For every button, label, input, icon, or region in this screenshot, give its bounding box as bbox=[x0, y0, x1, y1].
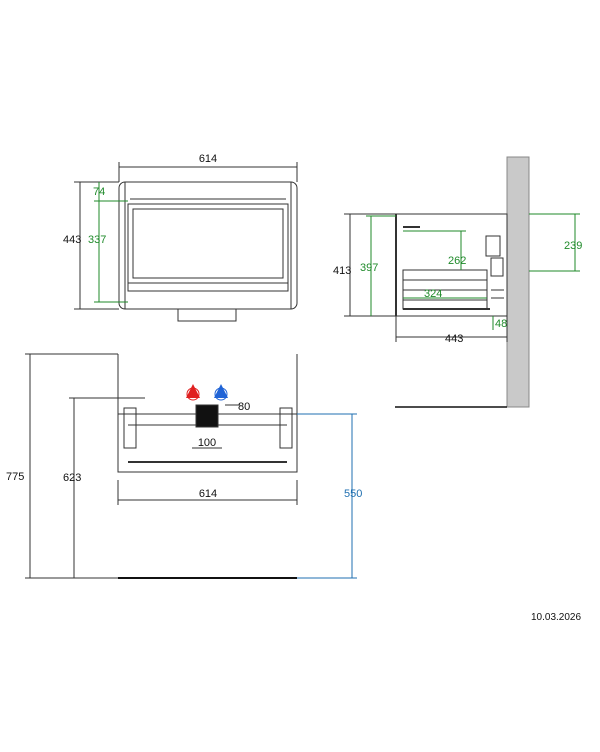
drawing-date: 10.03.2026 bbox=[531, 612, 582, 623]
front-cabinet-top-label: 623 bbox=[63, 472, 81, 484]
siphon-outlet bbox=[195, 404, 219, 428]
front-outlet-label: 100 bbox=[198, 437, 216, 449]
wall bbox=[506, 156, 530, 408]
drawer-handle bbox=[177, 308, 237, 322]
top-drawer-depth-label: 337 bbox=[88, 234, 106, 246]
top-view-outline bbox=[118, 181, 298, 310]
cold-water-icon bbox=[214, 384, 228, 401]
side-base-label: 48 bbox=[495, 318, 507, 330]
front-view bbox=[25, 353, 298, 579]
side-height-label: 413 bbox=[333, 265, 351, 277]
top-view bbox=[74, 162, 298, 322]
top-depth-label: 443 bbox=[63, 234, 81, 246]
front-width-label: 614 bbox=[199, 488, 217, 500]
hinge-bracket bbox=[485, 235, 501, 257]
front-tap-offset-label: 80 bbox=[238, 401, 250, 413]
top-view-green-dims bbox=[94, 182, 128, 303]
side-view bbox=[344, 156, 580, 408]
side-top-clear-label: 262 bbox=[448, 255, 466, 267]
drawer-box bbox=[127, 203, 289, 284]
top-width-label: 614 bbox=[199, 153, 217, 165]
top-front-label: 74 bbox=[93, 186, 105, 198]
side-drawer-label: 324 bbox=[424, 288, 442, 300]
siphon-dim bbox=[297, 413, 357, 579]
side-inner-height-label: 397 bbox=[360, 262, 378, 274]
side-wall-clear-label: 239 bbox=[564, 240, 582, 252]
wall-bracket bbox=[490, 257, 504, 277]
side-depth-label: 443 bbox=[445, 333, 463, 345]
hot-water-icon bbox=[186, 384, 200, 401]
front-total-height-label: 775 bbox=[6, 471, 24, 483]
front-siphon-height-label: 550 bbox=[344, 488, 362, 500]
